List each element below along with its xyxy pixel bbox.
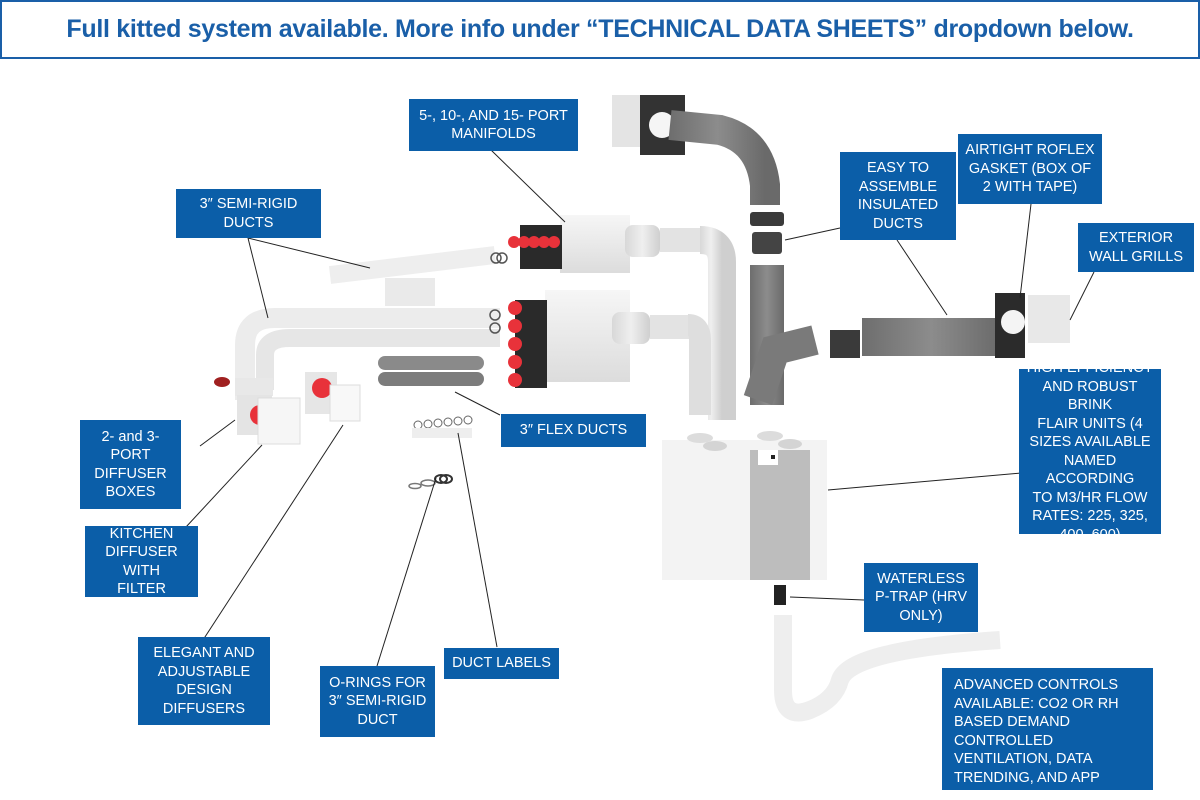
diffuser-boxes xyxy=(214,372,361,445)
callout-insulated-ducts: EASY TO ASSEMBLE INSULATED DUCTS xyxy=(840,152,956,240)
manifold-middle xyxy=(489,290,630,388)
callout-brink-units: HIGH EFFICIENCY AND ROBUST BRINK FLAIR U… xyxy=(1019,360,1161,543)
callout-advanced-controls: ADVANCED CONTROLS AVAILABLE: CO2 OR RH B… xyxy=(942,668,1153,790)
insulated-ducts xyxy=(612,95,1070,405)
callout-gasket: AIRTIGHT ROFLEX GASKET (BOX OF 2 WITH TA… xyxy=(958,134,1102,204)
callout-o-rings: O-RINGS FOR 3″ SEMI-RIGID DUCT xyxy=(320,666,435,737)
silver-ducts xyxy=(612,225,736,420)
p-trap xyxy=(774,585,1001,722)
semi-rigid-ducts xyxy=(235,246,500,400)
callout-manifolds: 5-, 10-, AND 15- PORT MANIFOLDS xyxy=(409,99,578,151)
header-banner: Full kitted system available. More info … xyxy=(0,0,1200,59)
duct-label-tags xyxy=(412,415,473,438)
callout-p-trap: WATERLESS P-TRAP (HRV ONLY) xyxy=(864,563,978,632)
duct-elbow-box xyxy=(385,278,435,306)
brink-flair-unit xyxy=(662,431,827,580)
callout-flex-ducts: 3″ FLEX DUCTS xyxy=(501,414,646,447)
flex-ducts xyxy=(378,356,484,386)
callout-kitchen-diffuser: KITCHEN DIFFUSER WITH FILTER xyxy=(85,526,198,597)
callout-semi-rigid-ducts: 3″ SEMI-RIGID DUCTS xyxy=(176,189,321,238)
callout-design-diffusers: ELEGANT AND ADJUSTABLE DESIGN DIFFUSERS xyxy=(138,637,270,725)
callout-wall-grills: EXTERIOR WALL GRILLS xyxy=(1078,223,1194,272)
callout-duct-labels: DUCT LABELS xyxy=(444,648,559,679)
o-rings xyxy=(408,474,453,490)
banner-text: Full kitted system available. More info … xyxy=(66,15,1134,43)
wall-grill xyxy=(1028,295,1070,343)
callout-diffuser-boxes: 2- and 3- PORT DIFFUSER BOXES xyxy=(80,420,181,509)
manifold-top xyxy=(490,215,630,273)
leader-lines xyxy=(185,149,1095,667)
